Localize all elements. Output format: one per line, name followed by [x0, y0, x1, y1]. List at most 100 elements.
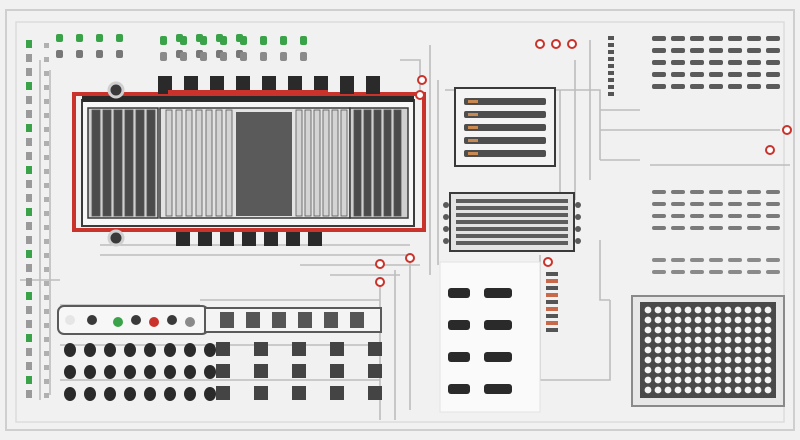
led-icon: [96, 34, 103, 42]
pad-marker: [368, 342, 382, 356]
bga-ball: [724, 356, 732, 364]
slot: [464, 124, 546, 131]
pin-pad: [198, 232, 212, 246]
resistor-icon: [546, 279, 558, 283]
heatsink-fin: [456, 220, 568, 224]
bga-ball: [644, 386, 652, 394]
dash-pad: [652, 60, 666, 65]
pad-marker: [44, 57, 49, 62]
bga-ball: [724, 326, 732, 334]
bga-ball: [644, 316, 652, 324]
pad-marker: [84, 365, 96, 379]
dash-pad: [608, 92, 614, 96]
dash-pad: [709, 226, 723, 230]
bga-ball: [734, 316, 742, 324]
dash-pad: [652, 190, 666, 194]
right-dash-grid: [608, 36, 780, 274]
pad-marker: [216, 364, 230, 378]
dash-pad: [766, 72, 780, 77]
pad-marker: [216, 342, 230, 356]
dash-pad: [766, 202, 780, 206]
heatsink-fin: [456, 206, 568, 210]
pad-marker: [44, 183, 49, 188]
pad-marker: [26, 250, 32, 258]
board-outer-frame: [5, 9, 795, 431]
led-icon: [200, 36, 207, 45]
bga-ball: [684, 376, 692, 384]
pad-marker: [64, 343, 76, 357]
pad-marker: [254, 364, 268, 378]
bga-ball: [704, 336, 712, 344]
dash-pad: [747, 270, 761, 274]
via-marker: [417, 75, 427, 85]
bga-ball: [744, 346, 752, 354]
bga-ball: [714, 386, 722, 394]
bga-ball: [704, 386, 712, 394]
via-marker: [375, 277, 385, 287]
bga-ball: [674, 356, 682, 364]
bga-ball: [684, 326, 692, 334]
bga-ball: [764, 386, 772, 394]
led-icon: [116, 34, 123, 42]
slot-accent: [468, 113, 478, 116]
bga-ball: [694, 386, 702, 394]
bga-ball: [694, 356, 702, 364]
resistor-icon: [546, 286, 558, 290]
bga-ball: [674, 386, 682, 394]
lower-strip-parts: [65, 312, 364, 328]
bga-ball: [754, 376, 762, 384]
dash-pad: [671, 226, 685, 230]
heatsink-fin: [353, 109, 362, 217]
heatsink-fin: [322, 109, 330, 217]
pad-marker: [184, 365, 196, 379]
bga-ball: [694, 376, 702, 384]
bga-ball: [724, 376, 732, 384]
dash-pad: [652, 48, 666, 53]
heatsink-fin: [456, 199, 568, 203]
pad-marker: [26, 264, 32, 272]
dash-pad: [690, 84, 704, 89]
bga-ball: [744, 386, 752, 394]
pad-marker: [26, 152, 32, 160]
bga-ball: [694, 326, 702, 334]
bga-ball: [724, 386, 732, 394]
red-via-markers: [375, 39, 792, 287]
bga-ball: [674, 366, 682, 374]
pad-marker: [44, 323, 49, 328]
bga-ball: [734, 376, 742, 384]
bga-ball: [764, 316, 772, 324]
slot: [464, 137, 546, 144]
chip-icon: [220, 312, 234, 328]
dash-pad: [608, 43, 614, 47]
dash-pad: [747, 214, 761, 218]
dash-pad: [709, 72, 723, 77]
bga-ball: [714, 356, 722, 364]
heatsink-fin: [165, 109, 173, 217]
bga-ball: [754, 306, 762, 314]
pad-marker: [164, 387, 176, 401]
led-icon: [56, 34, 63, 42]
pad-marker: [26, 208, 32, 216]
heatsink-fin: [113, 109, 123, 217]
pad-marker: [26, 334, 32, 342]
bga-ball: [704, 356, 712, 364]
pad-marker: [104, 387, 116, 401]
main-module-top-bar: [82, 96, 414, 102]
bga-ball: [704, 326, 712, 334]
bga-ball: [764, 366, 772, 374]
led-icon: [180, 36, 187, 45]
pad-marker: [124, 343, 136, 357]
led-icon: [96, 50, 103, 58]
led-icon: [56, 50, 63, 58]
heatsink-fin: [331, 109, 339, 217]
bga-ball: [714, 366, 722, 374]
pad-marker: [44, 267, 49, 272]
bga-ball: [704, 306, 712, 314]
via-marker: [782, 125, 792, 135]
led-icon: [113, 317, 123, 327]
bga-ball: [674, 336, 682, 344]
dash-pad: [608, 64, 614, 68]
bga-ball: [644, 376, 652, 384]
heatsink-fin: [102, 109, 112, 217]
led-icon: [76, 50, 83, 58]
